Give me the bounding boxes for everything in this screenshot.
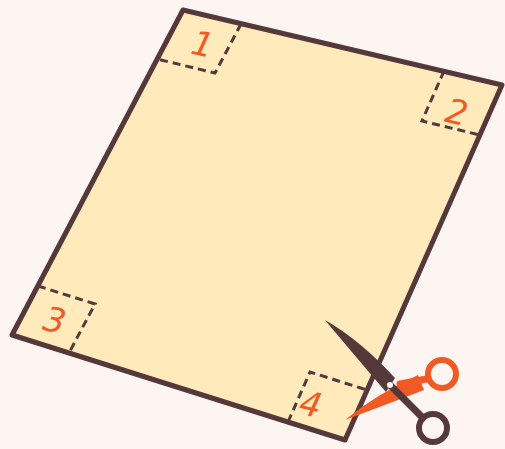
cut-marks	[38, 24, 480, 422]
scissor-pivot	[387, 382, 393, 388]
scissor-blade	[325, 320, 395, 392]
scissor-arm	[390, 385, 425, 420]
scissor-handle	[419, 414, 447, 442]
cut-mark	[422, 71, 480, 135]
scissors	[325, 320, 456, 442]
cut-mark	[38, 286, 95, 353]
scissor-handle	[428, 360, 456, 388]
cut-mark	[157, 24, 241, 73]
square-paper	[12, 10, 502, 440]
